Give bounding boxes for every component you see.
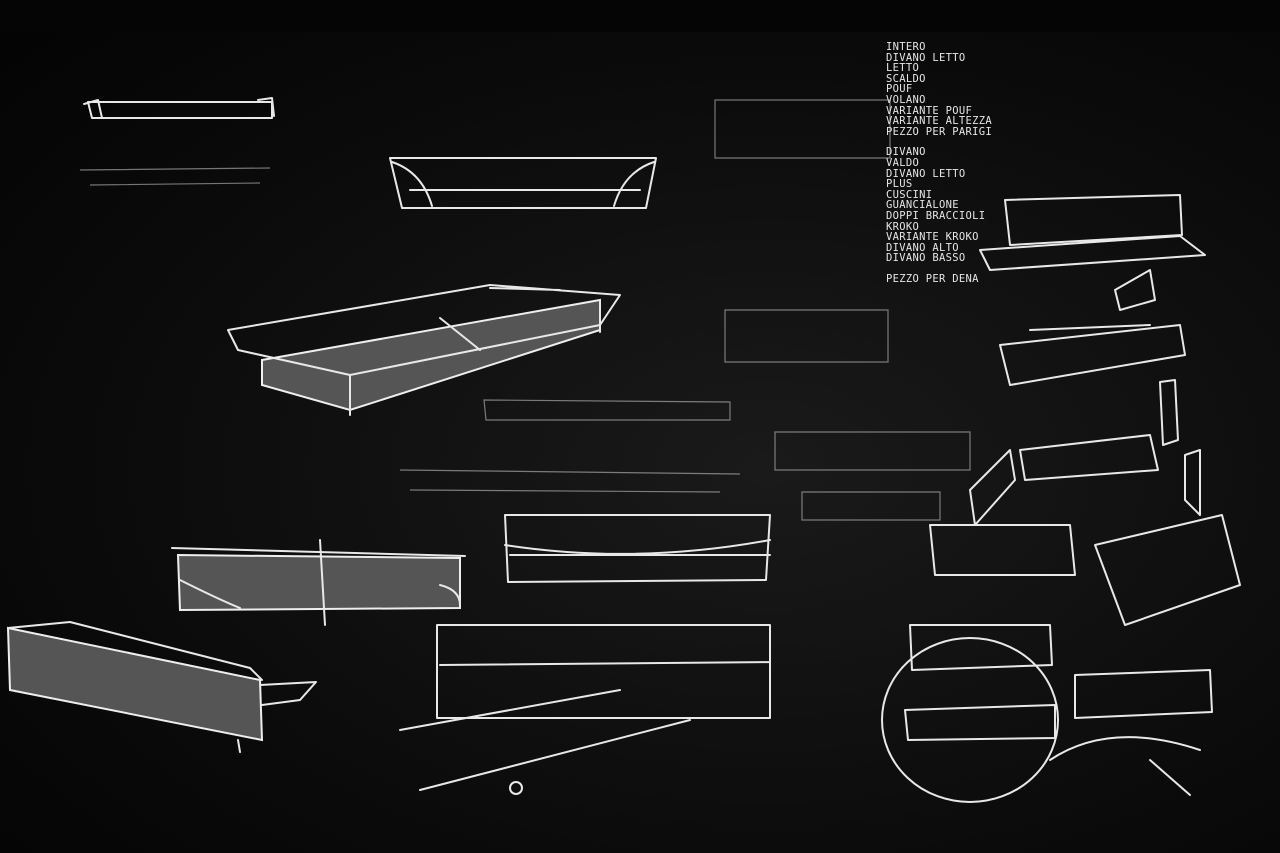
note-line: PLUS — [886, 178, 913, 191]
note-line: VARIANTE ALTEZZA — [886, 115, 992, 128]
note-line: INTERO — [886, 41, 926, 53]
note-line: VALDO — [886, 156, 920, 169]
sketch-sofa-filled-bottom-left — [6, 621, 317, 753]
note-line: LETTO — [886, 62, 920, 75]
note-line: DIVANO ALTO — [886, 241, 959, 254]
notes-group-1: INTERO DIVANO LETTO LETTO SCALDO POUF VO… — [886, 42, 992, 137]
note-line: KROKO — [886, 220, 920, 233]
note-line: DOPPI BRACCIOLI — [886, 209, 986, 222]
note-line: CUSCINI — [886, 188, 933, 201]
handwritten-notes: INTERO DIVANO LETTO LETTO SCALDO POUF VO… — [886, 42, 992, 284]
note-line: DIVANO BASSO — [886, 252, 966, 265]
sketch-sofa-right-group — [881, 194, 1241, 803]
note-line: SCALDO — [886, 72, 926, 85]
note-line: DIVANO LETTO — [886, 51, 966, 64]
sketch-sofa-top-left — [79, 97, 275, 186]
note-line: VARIANTE KROKO — [886, 231, 979, 244]
sketch-sofa-center-group — [399, 99, 971, 795]
note-line: VARIANTE POUF — [886, 104, 973, 117]
note-line: PEZZO PER PARIGI — [886, 125, 992, 138]
top-border — [0, 0, 1280, 32]
note-line: DIVANO LETTO — [886, 167, 966, 180]
sketch-sofa-filled-left — [171, 539, 466, 626]
note-line: VOLANO — [886, 93, 926, 106]
notes-group-2: DIVANO VALDO DIVANO LETTO PLUS CUSCINI G… — [886, 147, 992, 264]
note-line: DIVANO — [886, 146, 926, 159]
sketch-sofa-top-center — [389, 157, 657, 209]
notes-footer: PEZZO PER DENA — [886, 272, 979, 285]
note-line: POUF — [886, 83, 913, 96]
note-line: GUANCIALONE — [886, 199, 959, 212]
sketch-sofa-perspective-large — [227, 284, 621, 416]
